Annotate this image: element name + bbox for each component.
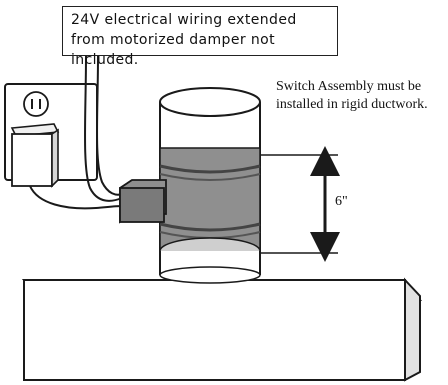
vertical-duct — [159, 87, 261, 284]
dimension-label: 6" — [335, 194, 348, 209]
low-voltage-wires — [29, 55, 123, 210]
wiring-note-box: 24V electrical wiring extended from moto… — [62, 6, 338, 68]
install-note: Switch Assembly must be installed in rig… — [276, 79, 428, 112]
horizontal-duct — [21, 277, 422, 382]
switch-assembly — [119, 179, 167, 224]
transformer-plug — [10, 123, 60, 188]
dimension-guide — [260, 146, 340, 262]
